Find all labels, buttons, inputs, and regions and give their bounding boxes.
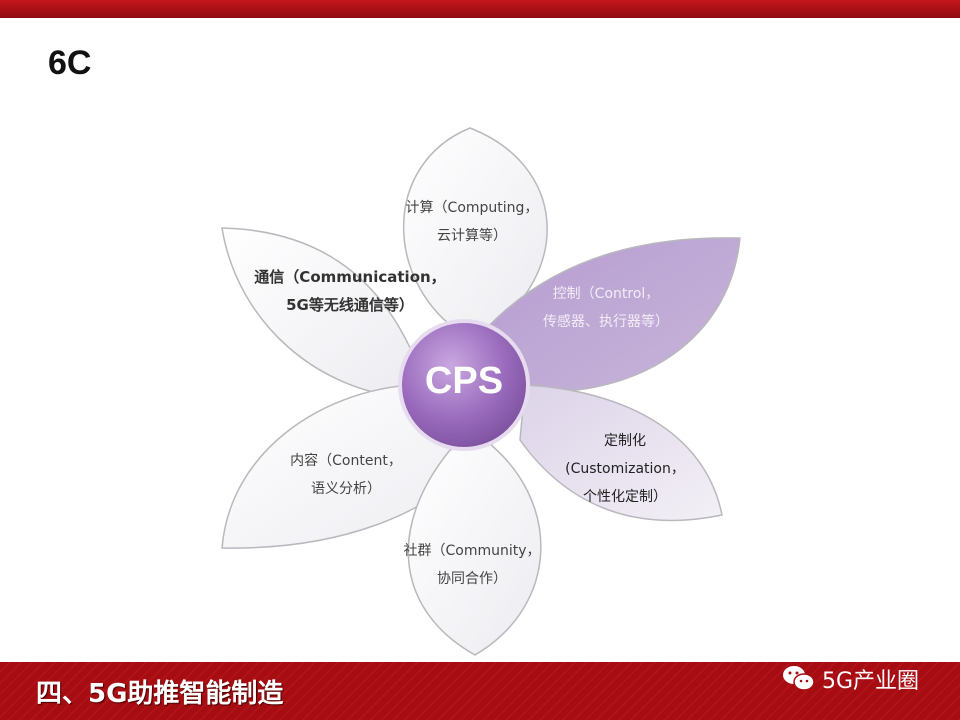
label-line: 定制化	[603, 433, 646, 449]
label-line: (Customization，	[565, 461, 685, 477]
brand-name: 5G产业圈	[822, 669, 920, 694]
petal-label-control: 控制（Control， 传感器、执行器等）	[543, 280, 669, 336]
petal-label-customization: 定制化 (Customization， 个性化定制）	[565, 427, 685, 511]
top-bar	[0, 0, 960, 18]
cps-center-circle	[398, 319, 530, 451]
label-line: 5G等无线通信等）	[286, 296, 414, 314]
petal-label-computing: 计算（Computing， 云计算等）	[406, 194, 539, 250]
label-line: 计算（Computing，	[405, 200, 539, 216]
petal-customization	[519, 384, 723, 522]
petal-communication	[221, 227, 426, 399]
label-line: 语义分析）	[311, 481, 381, 497]
petal-label-communication: 通信（Communication， 5G等无线通信等）	[254, 263, 445, 319]
section-title: 四、5G助推智能制造	[36, 679, 284, 709]
label-line: 通信（Communication，	[254, 268, 446, 286]
petal-control	[484, 237, 741, 393]
cps-center-label: CPS	[424, 360, 504, 402]
label-line: 协同合作）	[437, 571, 507, 587]
petal-label-content: 内容（Content， 语义分析）	[290, 447, 402, 503]
label-line: 个性化定制）	[582, 489, 667, 505]
brand-watermark: 5G产业圈	[782, 663, 919, 695]
wechat-icon	[783, 666, 815, 691]
label-line: 控制（Control，	[552, 286, 660, 302]
petal-label-community: 社群（Community， 协同合作）	[403, 537, 540, 593]
petal-community	[407, 439, 542, 656]
petal-computing	[402, 127, 548, 336]
page-title: 6C	[48, 44, 92, 82]
label-line: 内容（Content，	[290, 453, 402, 469]
label-line: 社群（Community，	[403, 543, 541, 559]
label-line: 传感器、执行器等）	[543, 314, 669, 330]
label-line: 云计算等）	[436, 228, 507, 244]
